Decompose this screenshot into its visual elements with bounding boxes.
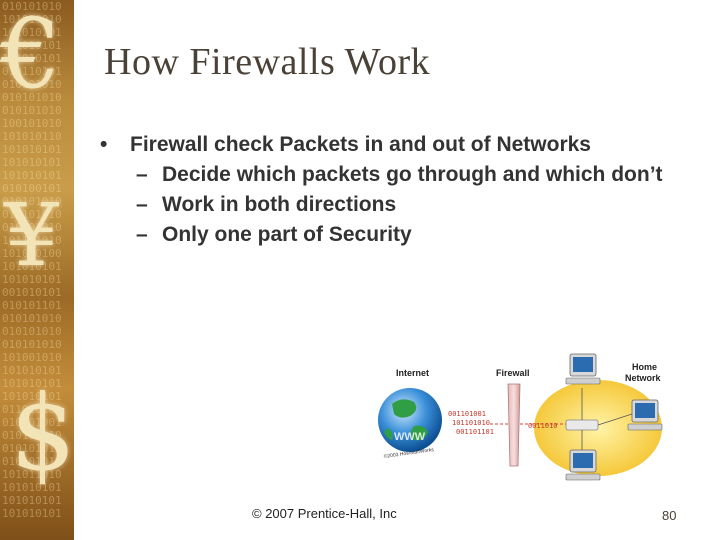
footer-copyright: © 2007 Prentice-Hall, Inc (252, 506, 397, 521)
firewall-label: Firewall (496, 368, 530, 378)
dollar-symbol-icon: $ (10, 372, 74, 494)
bullet-text: Firewall check Packets in and out of Net… (130, 133, 591, 156)
globe-continents (384, 399, 428, 441)
decorative-currency-strip: 010101010 101010010 101010101 101010101 … (0, 0, 74, 540)
sub-bullet-marker: – (136, 223, 148, 246)
sub-bullet-text: Only one part of Security (162, 223, 412, 246)
sub-bullet-text: Decide which packets go through and whic… (162, 163, 663, 186)
sub-bullet-item: – Decide which packets go through and wh… (100, 160, 682, 190)
network-label: Network (625, 373, 662, 383)
sub-bullet-item: – Work in both directions (100, 190, 700, 220)
packet-stream: 001101001 (448, 410, 486, 418)
computer-icon (565, 449, 601, 481)
firewall-wall-icon (507, 383, 521, 467)
sub-bullet-marker: – (136, 193, 148, 216)
packet-stream: 001101101 (456, 428, 494, 436)
internet-label: Internet (396, 368, 429, 378)
slide-title: How Firewalls Work (104, 41, 431, 83)
sub-bullet-item: – Only one part of Security (100, 220, 700, 250)
page-number: 80 (662, 508, 677, 523)
router-icon (565, 419, 599, 431)
euro-symbol-icon: € (0, 0, 62, 110)
www-label: WWW (394, 431, 426, 443)
packet-stream: 0011010 (528, 422, 558, 430)
bullet-item: • Firewall check Packets in and out of N… (100, 130, 700, 160)
sub-bullet-text: Work in both directions (162, 193, 397, 216)
bullet-list: • Firewall check Packets in and out of N… (100, 130, 700, 250)
binary-texture: 010101010 101010010 101010101 101010101 … (2, 0, 62, 520)
yen-symbol-icon: ¥ (4, 186, 59, 286)
network-cable (597, 413, 633, 426)
computer-icon (627, 399, 663, 431)
home-label: Home (632, 362, 657, 372)
bullet-marker: • (100, 133, 108, 156)
computer-icon (565, 353, 601, 385)
packet-stream: 101101010 (452, 419, 490, 427)
sub-bullet-marker: – (136, 163, 148, 186)
firewall-diagram: Internet Firewall Home Network 001101001… (378, 353, 663, 481)
